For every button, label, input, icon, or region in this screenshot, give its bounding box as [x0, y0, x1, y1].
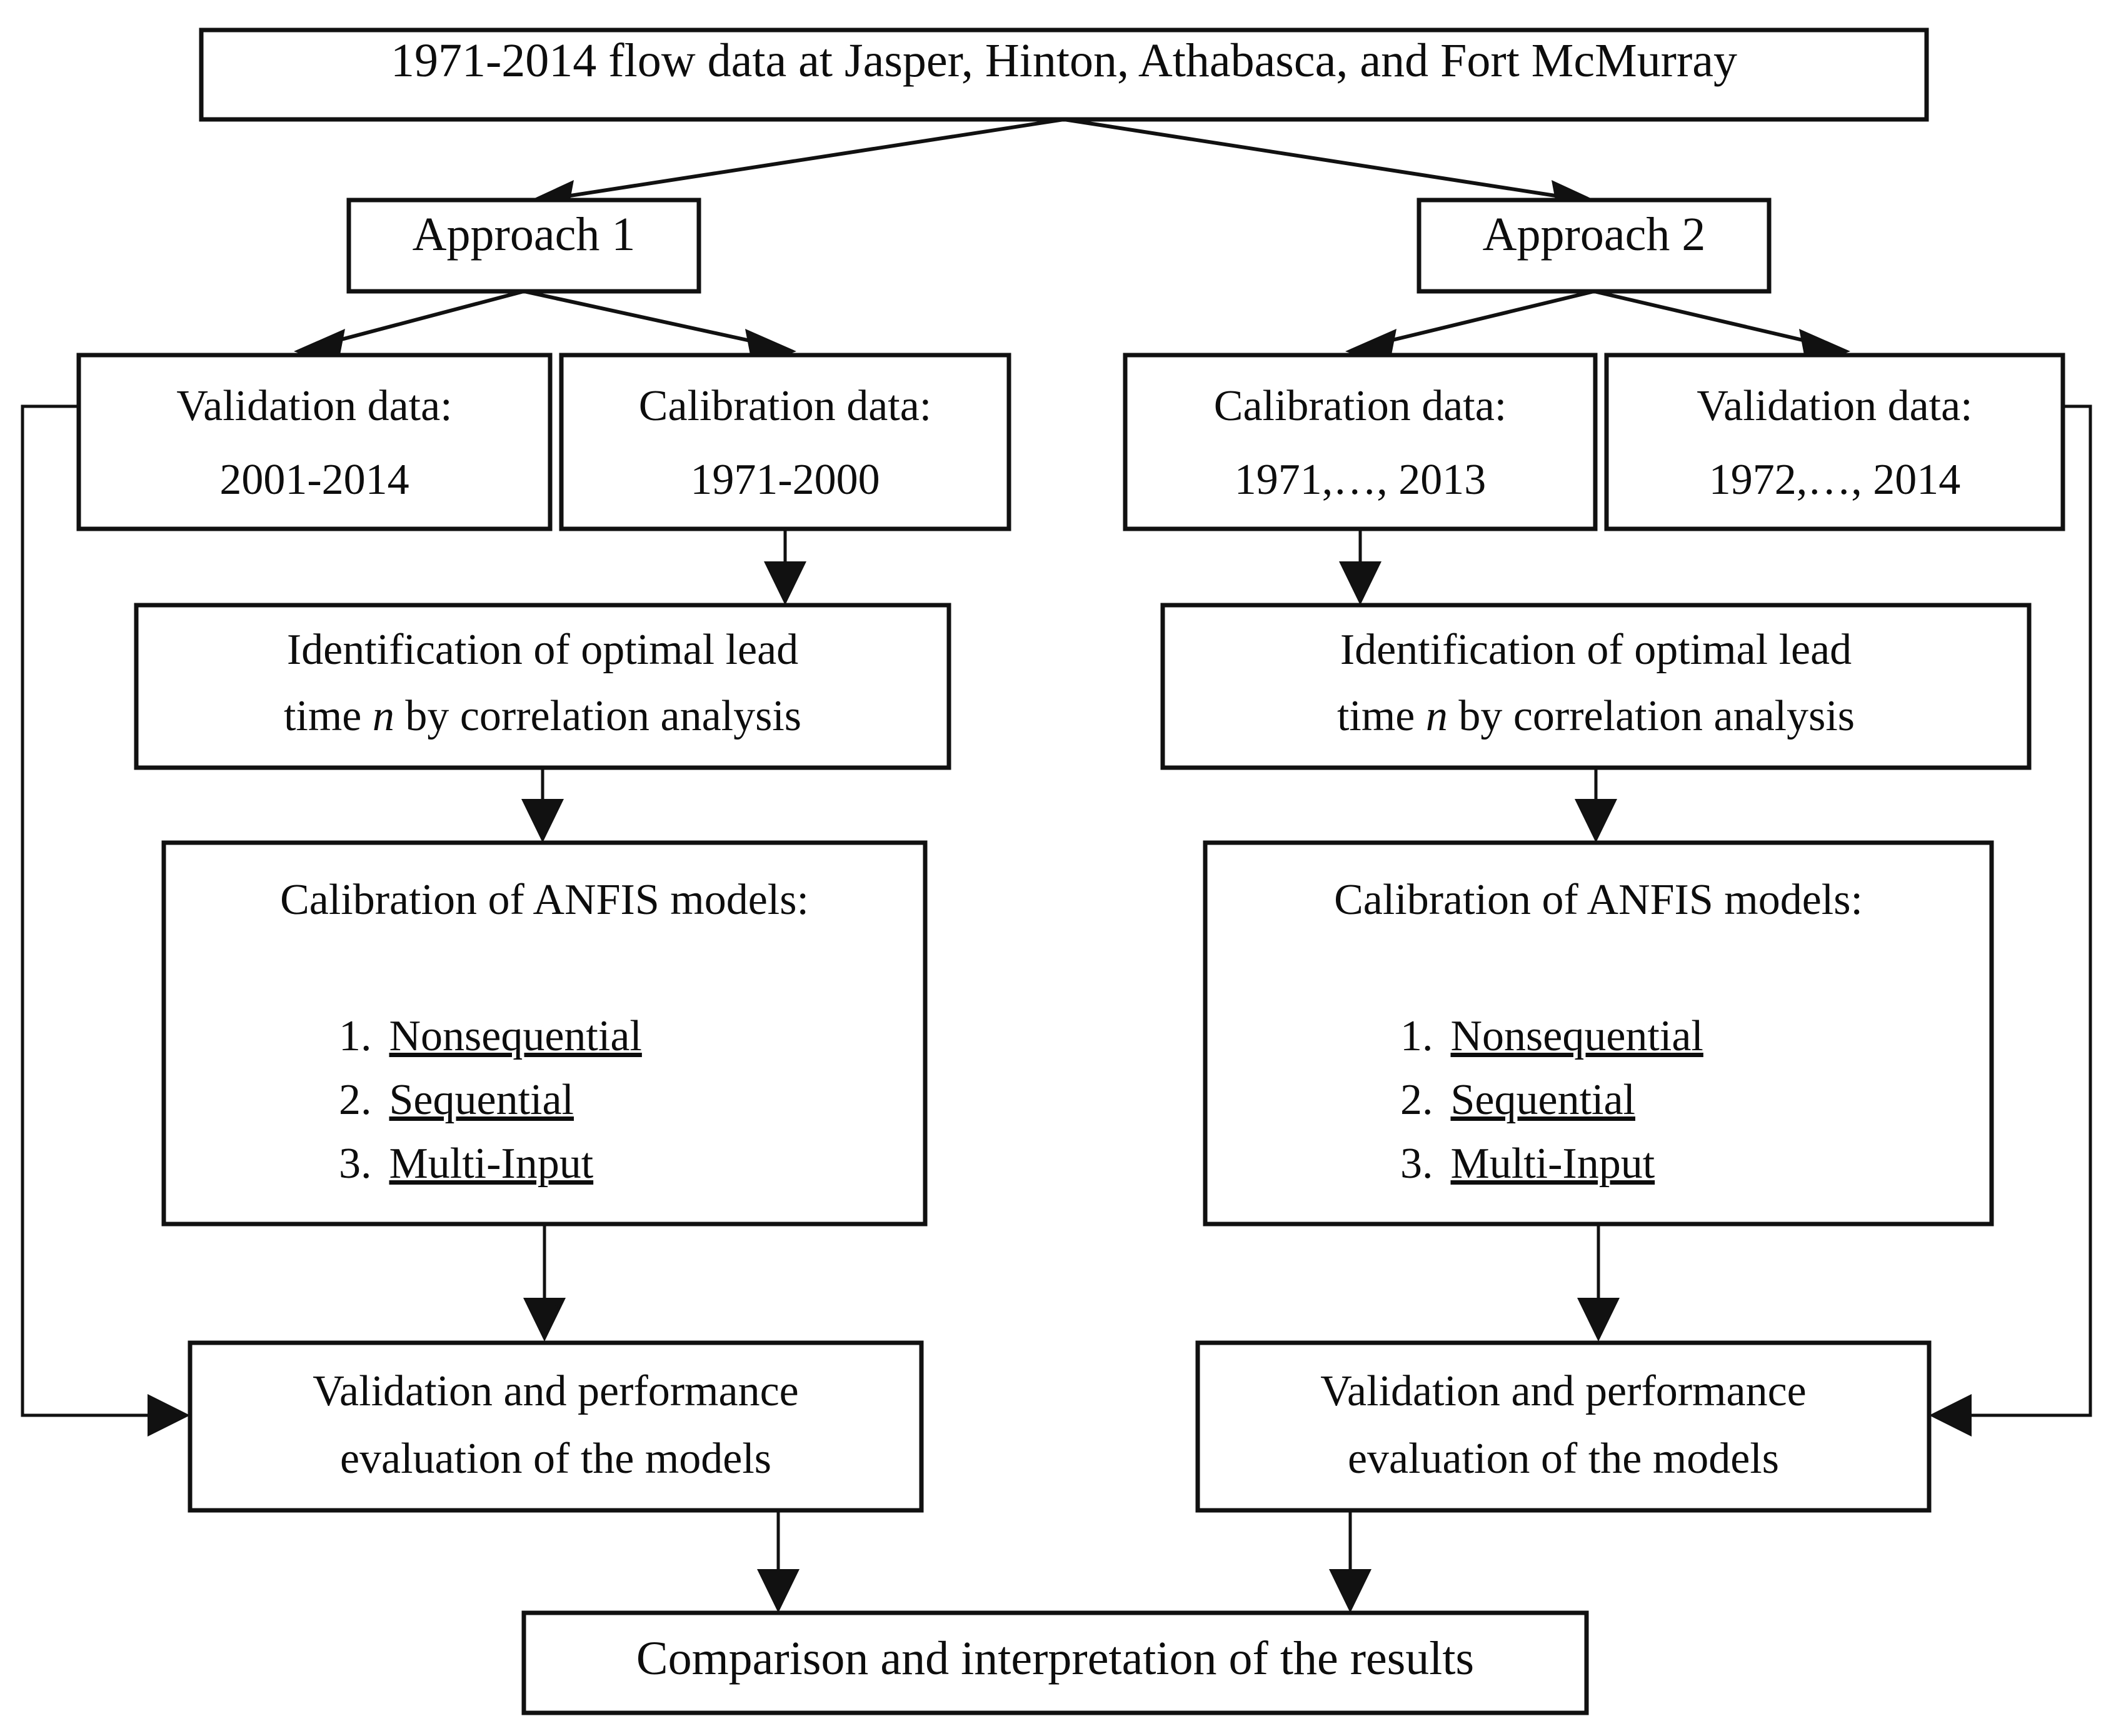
a2-validation-data-line2: 1972,…, 2014	[1709, 456, 1961, 504]
connector-a2-eval-to-final	[1329, 1510, 1371, 1613]
a1-validation-eval-box: Validation and performance evaluation of…	[188, 1340, 924, 1513]
a1-validation-data-line1: Validation data:	[176, 382, 452, 430]
a2-leadtime-box: Identification of optimal lead time n by…	[1160, 603, 2032, 770]
a2-anfis-heading: Calibration of ANFIS models:	[1334, 876, 1863, 924]
a2-calibration-data-line2: 1971,…, 2013	[1235, 456, 1487, 504]
approach-2-box: Approach 2	[1417, 198, 1772, 294]
connector-a1-eval-to-final	[757, 1510, 800, 1613]
connector-a2-calibration-to-leadtime	[1339, 529, 1381, 605]
a2-anfis-calibration-box: Calibration of ANFIS models: 1.Nonsequen…	[1203, 840, 1994, 1227]
a1-validation-data-line2: 2001-2014	[219, 456, 409, 504]
a2-validation-data-box: Validation data: 1972,…, 2014	[1604, 353, 2065, 531]
connector-a1-calibration-to-leadtime	[764, 529, 806, 605]
a2-calibration-data-line1: Calibration data:	[1214, 382, 1507, 430]
approach-1-box: Approach 1	[346, 198, 701, 294]
a1-anfis-calibration-box: Calibration of ANFIS models: 1.Nonsequen…	[161, 840, 928, 1227]
a1-anfis-item-1: 1.Nonsequential	[339, 1012, 642, 1060]
connector-a2-validation-data-to-eval	[1929, 404, 2092, 1437]
a1-validation-eval-line2: evaluation of the models	[340, 1435, 771, 1483]
a2-validation-eval-line1: Validation and performance	[1320, 1367, 1806, 1415]
connector-a1-leadtime-to-anfis	[521, 768, 564, 843]
a2-validation-eval-line2: evaluation of the models	[1348, 1435, 1779, 1483]
a2-validation-data-line1: Validation data:	[1697, 382, 1972, 430]
connector-a2-leadtime-to-anfis	[1575, 768, 1617, 843]
a1-calibration-data-line1: Calibration data:	[639, 382, 931, 430]
a2-validation-eval-box: Validation and performance evaluation of…	[1195, 1340, 1932, 1513]
approach-2-label: Approach 2	[1483, 208, 1706, 261]
a1-calibration-data-box: Calibration data: 1971-2000	[559, 353, 1011, 531]
connector-a1-validation-data-to-eval	[21, 404, 190, 1437]
a1-anfis-item-3: 3.Multi-Input	[339, 1140, 594, 1188]
a1-calibration-data-line2: 1971-2000	[690, 456, 880, 504]
title-box: 1971-2014 flow data at Jasper, Hinton, A…	[199, 28, 1929, 122]
final-results-box: Comparison and interpretation of the res…	[521, 1610, 1589, 1715]
a2-leadtime-line1: Identification of optimal lead	[1340, 626, 1852, 674]
title-box-label: 1971-2014 flow data at Jasper, Hinton, A…	[391, 34, 1737, 87]
connector-a1-anfis-to-eval	[523, 1224, 566, 1342]
a1-anfis-heading: Calibration of ANFIS models:	[280, 876, 809, 924]
a1-leadtime-line1: Identification of optimal lead	[287, 626, 798, 674]
final-results-label: Comparison and interpretation of the res…	[636, 1632, 1474, 1685]
a1-validation-data-box: Validation data: 2001-2014	[76, 353, 553, 531]
a2-leadtime-line2: time n by correlation analysis	[1337, 692, 1855, 740]
a1-leadtime-line2: time n by correlation analysis	[284, 692, 801, 740]
a1-leadtime-box: Identification of optimal lead time n by…	[134, 603, 951, 770]
approach-1-label: Approach 1	[413, 208, 636, 261]
a2-anfis-item-2: 2.Sequential	[1400, 1076, 1635, 1124]
a2-anfis-item-1: 1.Nonsequential	[1400, 1012, 1703, 1060]
connector-a2-anfis-to-eval	[1577, 1224, 1620, 1342]
a1-validation-eval-line1: Validation and performance	[313, 1367, 798, 1415]
a1-anfis-item-2: 2.Sequential	[339, 1076, 574, 1124]
a2-anfis-item-3: 3.Multi-Input	[1400, 1140, 1655, 1188]
a2-calibration-data-box: Calibration data: 1971,…, 2013	[1123, 353, 1598, 531]
